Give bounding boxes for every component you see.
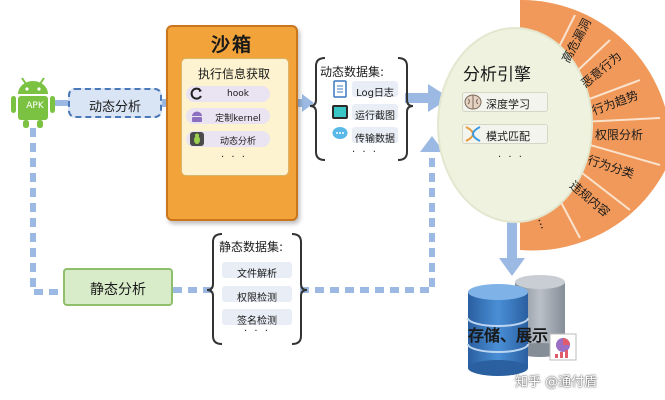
static-dataset-more-indicator: · · · [244,326,270,337]
android-robot-icon [192,111,202,122]
execution-info-title: 执行信息获取 [197,67,270,81]
hook-icon [190,87,202,100]
static-dataset-item-label: 文件解析 [237,269,277,280]
dynamic-analysis-box [68,88,162,118]
storage-display-label: 存储、展示 [468,326,549,345]
static-dataset-right-brace [291,233,308,345]
engine-item-label: 模式匹配 [486,130,530,143]
watermark-text: 知乎 @通付盾 [515,375,598,390]
storage-database-icon [467,275,565,376]
sandbox-item-kernel [186,108,270,124]
dynamic-dataset-item-log [352,81,398,97]
static-flow-connector [30,128,63,295]
dna-icon [465,126,481,142]
brain-icon [464,94,482,110]
static-dataset-left-brace [206,233,223,345]
report-chart-icon [549,333,577,361]
apk-label: APK [26,101,44,111]
android-apk-icon [11,77,55,128]
static-dataset-item-signature [222,309,292,325]
dynamic-dataset-title: 动态数据集: [320,65,385,79]
dynamic-dataset-item-transfer [352,127,398,143]
fan-item-permission: 权限分析 [595,128,644,142]
sandbox-item-label: 动态分析 [219,137,256,147]
dataset-to-engine-arrow-head [428,84,450,112]
engine-item-pattern-matching [462,124,548,144]
bug-icon [190,132,204,146]
dynamic-dataset-right-brace [397,57,414,161]
engine-to-storage-arrow-head [499,258,525,276]
static-dataset-item-file-parse [222,262,292,278]
chat-bubble-icon [332,127,348,139]
static-dataset-to-engine-connector [300,148,435,293]
analysis-engine-title: 分析引擎 [463,65,531,85]
static-dataset-item-permission [222,286,292,302]
dynamic-analysis-label: 动态分析 [88,100,141,115]
dynamic-dataset-item-label: 传输数据 [355,134,395,145]
dynamic-dataset-item-label: 运行截图 [355,111,395,122]
static-dataset-title: 静态数据集: [219,240,284,254]
static-arrow-head [420,136,444,152]
engine-more-indicator: · · · [498,152,524,163]
engine-item-label: 深度学习 [486,98,530,111]
phone-icon [332,105,348,119]
sandbox-item-hook [186,86,270,102]
static-dataset-item-label: 权限检测 [237,293,277,304]
sandbox-title: 沙箱 [210,34,253,56]
static-analysis-label: 静态分析 [90,282,146,298]
static-analysis-box [63,268,173,306]
dynamic-dataset-item-screenshot [352,104,398,120]
sandbox-item-label: 定制kernel [215,114,261,124]
engine-item-deep-learning [462,92,548,112]
sandbox-to-dataset-arrow-head [302,94,314,112]
sandbox-item-dynamic-analysis [186,131,270,147]
document-icon [333,80,347,98]
sandbox-more-indicator: · · · [221,152,247,163]
sandbox-item-label: hook [227,89,249,99]
dynamic-dataset-more-indicator: · · · [352,147,378,158]
dynamic-dataset-item-label: Log日志 [356,88,394,99]
dynamic-dataset-left-brace [309,57,326,161]
static-dataset-item-label: 签名检测 [237,316,277,327]
